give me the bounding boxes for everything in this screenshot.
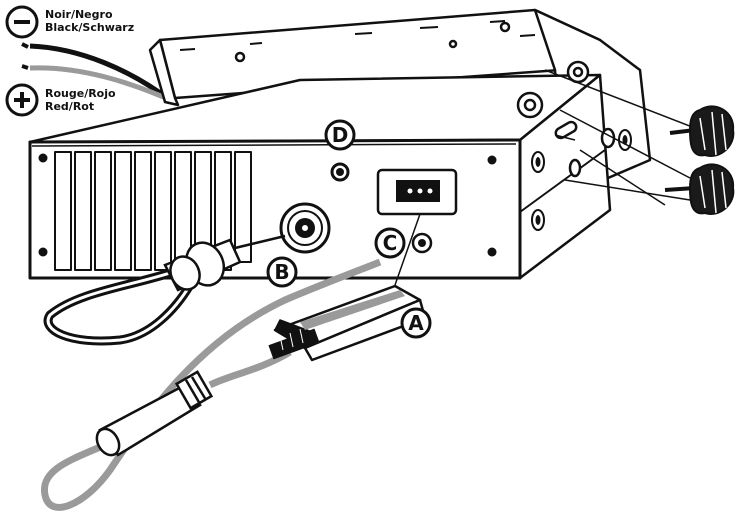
svg-text:A: A bbox=[408, 311, 424, 335]
mounting-knob-upper[interactable] bbox=[669, 105, 735, 157]
callout-c: C bbox=[374, 213, 421, 286]
heatsink bbox=[54, 151, 252, 271]
radio-top-face bbox=[28, 73, 602, 144]
mic-connector bbox=[95, 370, 214, 457]
red-wire-gray bbox=[29, 65, 177, 105]
corner-screws bbox=[38, 153, 497, 257]
pl259-plug bbox=[163, 234, 286, 292]
microphone-cable bbox=[41, 258, 382, 511]
black-wire bbox=[29, 43, 172, 103]
assembly-guide-lines bbox=[544, 69, 701, 206]
svg-text:D: D bbox=[332, 123, 349, 147]
svg-text:B: B bbox=[274, 260, 289, 284]
callout-a: A bbox=[400, 307, 432, 339]
svg-text:C: C bbox=[383, 231, 398, 255]
legend-negative-line2: Black/Schwarz bbox=[45, 21, 134, 34]
mounting-knob-lower[interactable] bbox=[664, 163, 735, 215]
legend-negative: Noir/Negro Black/Schwarz bbox=[5, 5, 134, 39]
legend-negative-line1: Noir/Negro bbox=[45, 8, 113, 21]
legend-positive-line2: Red/Rot bbox=[45, 100, 94, 113]
antenna-socket[interactable] bbox=[279, 202, 331, 254]
mic-plug-a bbox=[268, 284, 427, 362]
power-socket[interactable] bbox=[376, 168, 458, 216]
legend-positive-line1: Rouge/Rojo bbox=[45, 87, 116, 100]
power-wires bbox=[21, 42, 177, 105]
callout-d: D bbox=[324, 119, 356, 151]
antenna-cable bbox=[43, 234, 286, 346]
callout-b: B bbox=[266, 256, 298, 288]
legend-positive: Rouge/Rojo Red/Rot bbox=[5, 83, 116, 117]
